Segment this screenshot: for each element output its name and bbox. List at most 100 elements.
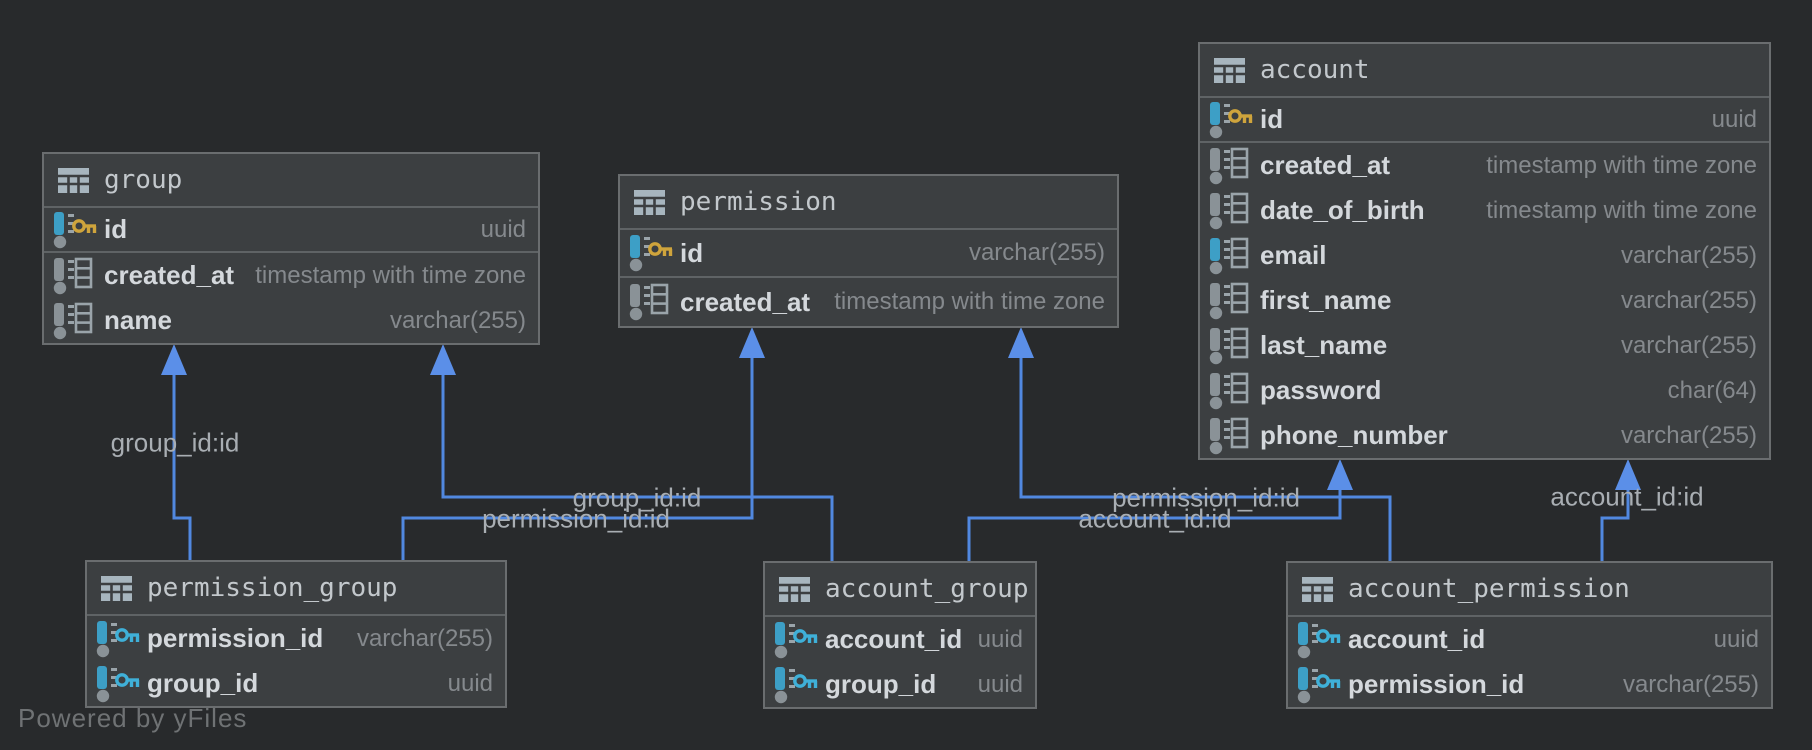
column-type: varchar(255) (1620, 421, 1757, 449)
column-row-account-email[interactable]: email varchar(255) (1200, 233, 1769, 278)
column-row-account_group-account_id[interactable]: account_id uuid (765, 617, 1035, 662)
column-name: id (680, 237, 704, 268)
table-icon (58, 167, 89, 193)
key-icon (1228, 108, 1253, 123)
column-row-permission-created_at[interactable]: created_at timestamp with time zone (620, 278, 1117, 326)
table-permission[interactable]: permission id varchar(255) (618, 174, 1119, 328)
table-account[interactable]: account id uuid creat (1198, 42, 1771, 460)
column-icon (1209, 147, 1249, 184)
table-permission_group[interactable]: permission_group permission_id varchar(2… (85, 560, 507, 708)
column-name: name (104, 305, 172, 335)
column-type: uuid (1711, 105, 1757, 133)
mini-table-icon (1230, 417, 1249, 448)
primary-key-column-icon (96, 665, 140, 702)
column-name: account_id (825, 624, 963, 654)
relationship-edge-permission_group.permission_id[interactable] (401, 327, 765, 565)
table-account_group[interactable]: account_group account_id uuid (763, 561, 1037, 709)
column-type: varchar(255) (1622, 670, 1759, 698)
column-row-account-created_at[interactable]: created_at timestamp with time zone (1200, 143, 1769, 188)
column-name: group_id (825, 669, 937, 699)
column-name: permission_id (1348, 669, 1525, 699)
table-icon (779, 576, 810, 602)
table-header-account_permission[interactable]: account_permission (1288, 563, 1771, 617)
edge-label: permission_id:id (1112, 482, 1300, 513)
arrowhead-icon (161, 344, 187, 375)
column-name: password (1260, 375, 1382, 405)
table-header-account[interactable]: account (1200, 44, 1769, 98)
column-row-account-date_of_birth[interactable]: date_of_birth timestamp with time zone (1200, 188, 1769, 233)
primary-key-column-icon (96, 620, 140, 657)
mini-table-icon (1230, 237, 1249, 268)
primary-key-column-icon (1209, 101, 1253, 138)
relationship-edge-account_permission.account_id[interactable] (1600, 459, 1641, 565)
column-row-group-name[interactable]: name varchar(255) (44, 298, 538, 343)
column-row-account-id[interactable]: id uuid (1200, 98, 1769, 143)
table-header-group[interactable]: group (44, 154, 538, 208)
table-name: account_group (825, 574, 1029, 604)
primary-key-column-icon (629, 235, 673, 272)
column-icon (629, 283, 669, 321)
table-icon (634, 189, 665, 215)
column-icon (1209, 282, 1249, 319)
arrowhead-icon (1615, 459, 1641, 490)
column-name: id (1260, 104, 1284, 134)
column-name: last_name (1260, 330, 1388, 360)
table-header-permission[interactable]: permission (620, 176, 1117, 230)
column-type: timestamp with time zone (1486, 196, 1757, 224)
column-row-account-first_name[interactable]: first_name varchar(255) (1200, 278, 1769, 323)
column-icon (1209, 417, 1249, 454)
key-icon (1316, 673, 1341, 688)
column-type: char(64) (1667, 376, 1757, 404)
column-row-account_group-group_id[interactable]: group_id uuid (765, 662, 1035, 707)
column-name: phone_number (1260, 420, 1448, 450)
yfiles-watermark: Powered by yFiles (18, 703, 248, 733)
column-row-permission-id[interactable]: id varchar(255) (620, 230, 1117, 278)
key-icon (793, 628, 818, 643)
table-header-account_group[interactable]: account_group (765, 563, 1035, 617)
key-icon (115, 627, 140, 642)
edge-label: permission_id:id (482, 503, 670, 534)
table-header-permission_group[interactable]: permission_group (87, 562, 505, 616)
edge-label: group_id:id (572, 482, 702, 513)
key-icon (793, 673, 818, 688)
column-row-permission_group-group_id[interactable]: group_id uuid (87, 661, 505, 706)
column-type: timestamp with time zone (834, 288, 1105, 315)
table-account_permission[interactable]: account_permission account_id uuid (1286, 561, 1773, 709)
column-row-account_permission-account_id[interactable]: account_id uuid (1288, 617, 1771, 662)
relationship-edge-account_group.account_id[interactable] (967, 459, 1353, 565)
column-row-account-password[interactable]: password char(64) (1200, 368, 1769, 413)
column-row-account-last_name[interactable]: last_name varchar(255) (1200, 323, 1769, 368)
primary-key-column-icon (774, 621, 818, 658)
column-type: varchar(255) (968, 239, 1105, 266)
relationship-edge-account_group.group_id[interactable] (430, 344, 834, 565)
edge-label: group_id:id (110, 427, 240, 458)
mini-table-icon (1230, 282, 1249, 313)
primary-key-column-icon (1297, 666, 1341, 703)
mini-table-icon (1230, 372, 1249, 403)
column-type: varchar(255) (1620, 286, 1757, 314)
arrowhead-icon (1008, 327, 1034, 358)
table-icon (1214, 57, 1245, 83)
table-name: permission (680, 187, 837, 217)
primary-key-column-icon (53, 211, 97, 248)
table-icon (1302, 576, 1333, 602)
table-group[interactable]: group id uuid created (42, 152, 540, 345)
key-icon (648, 242, 673, 256)
column-type: timestamp with time zone (1486, 151, 1757, 179)
column-name: email (1260, 240, 1327, 270)
column-row-group-created_at[interactable]: created_at timestamp with time zone (44, 253, 538, 298)
relationship-edge-account_permission.permission_id[interactable] (1008, 327, 1392, 565)
column-icon (1209, 192, 1249, 229)
primary-key-column-icon (774, 666, 818, 703)
table-icon (101, 575, 132, 601)
relationship-edge-permission_group.group_id[interactable] (161, 344, 192, 565)
column-row-permission_group-permission_id[interactable]: permission_id varchar(255) (87, 616, 505, 661)
column-row-account_permission-permission_id[interactable]: permission_id varchar(255) (1288, 662, 1771, 707)
column-name: date_of_birth (1260, 195, 1425, 225)
column-row-account-phone_number[interactable]: phone_number varchar(255) (1200, 413, 1769, 458)
mini-table-icon (74, 257, 93, 288)
column-row-group-id[interactable]: id uuid (44, 208, 538, 253)
column-type: timestamp with time zone (255, 261, 526, 289)
